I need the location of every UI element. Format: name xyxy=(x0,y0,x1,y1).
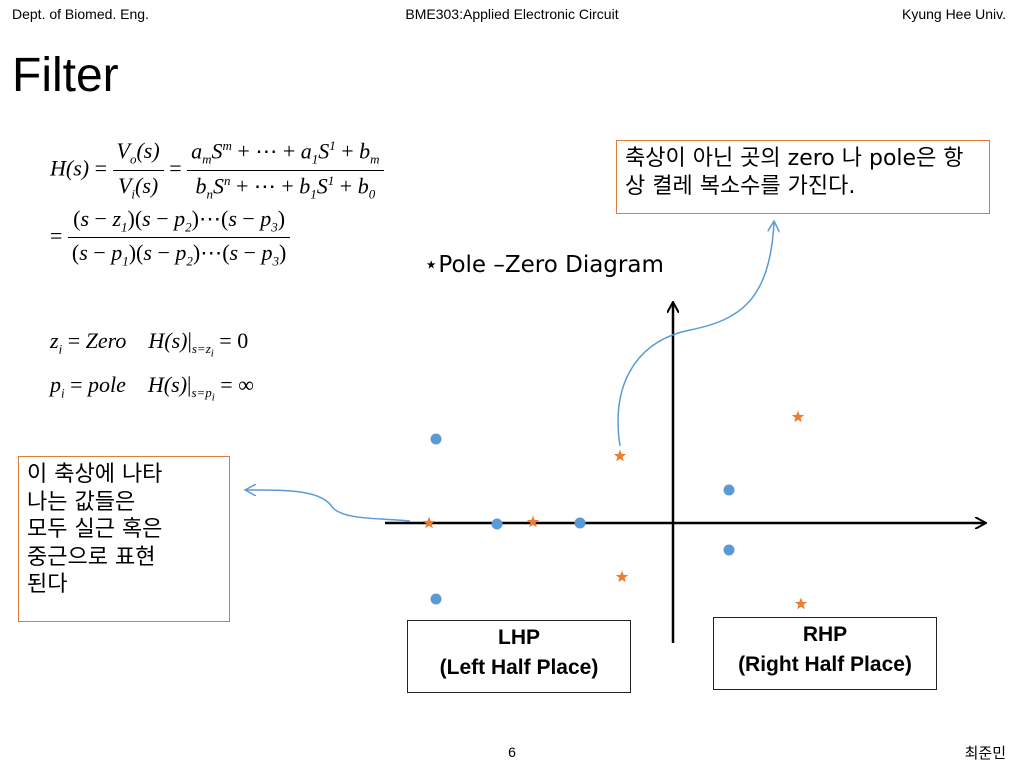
zero-marker xyxy=(613,449,627,462)
transfer-function-equation: H(s) = Vo(s)Vi(s) = amSm + ⋯ + a1S1 + bm… xyxy=(50,138,384,202)
pole-marker xyxy=(430,433,442,445)
diagram-title: ⋆Pole –Zero Diagram xyxy=(424,252,664,278)
zero-marker xyxy=(422,516,436,529)
zero-marker xyxy=(615,570,629,583)
slide-title: Filter xyxy=(12,49,119,102)
header-university: Kyung Hee Univ. xyxy=(901,6,1006,22)
zero-marker xyxy=(794,597,808,610)
header-dept: Dept. of Biomed. Eng. xyxy=(12,6,149,22)
pole-definition: pi = pole H(s)|s=pi = ∞ xyxy=(50,372,254,404)
pole-marker xyxy=(491,518,503,530)
pole-marker xyxy=(430,593,442,605)
lhp-subtitle: (Left Half Place) xyxy=(439,656,599,680)
pole-marker xyxy=(723,544,735,556)
zero-definition: zi = Zero H(s)|s=zi = 0 xyxy=(50,328,249,360)
rhp-label-box: RHP (Right Half Place) xyxy=(713,617,937,690)
author-name: 최준민 xyxy=(964,744,1006,762)
factored-equation: = (s − z1)(s − p2)⋯(s − p3)(s − p1)(s − … xyxy=(50,206,291,270)
poles xyxy=(430,433,735,605)
arrow-to-left-note xyxy=(246,490,411,522)
pole-marker xyxy=(723,484,735,496)
header-course: BME303:Applied Electronic Circuit xyxy=(405,6,619,22)
arrow-to-top-note xyxy=(617,222,774,447)
lhp-label: LHP xyxy=(498,626,540,649)
rhp-subtitle: (Right Half Place) xyxy=(738,653,912,677)
complex-conjugate-note: 축상이 아닌 곳의 zero 나 pole은 항상 켤레 복소수를 가진다. xyxy=(616,140,990,214)
pole-marker xyxy=(574,517,586,529)
lhp-label-box: LHP (Left Half Place) xyxy=(407,620,631,693)
zeros xyxy=(422,410,808,610)
real-axis-note: 이 축상에 나타 나는 값들은 모두 실근 혹은 중근으로 표현 된다 xyxy=(18,456,230,622)
zero-marker xyxy=(526,515,540,528)
zero-marker xyxy=(791,410,805,423)
page-number: 6 xyxy=(508,744,516,760)
rhp-label: RHP xyxy=(802,623,848,646)
